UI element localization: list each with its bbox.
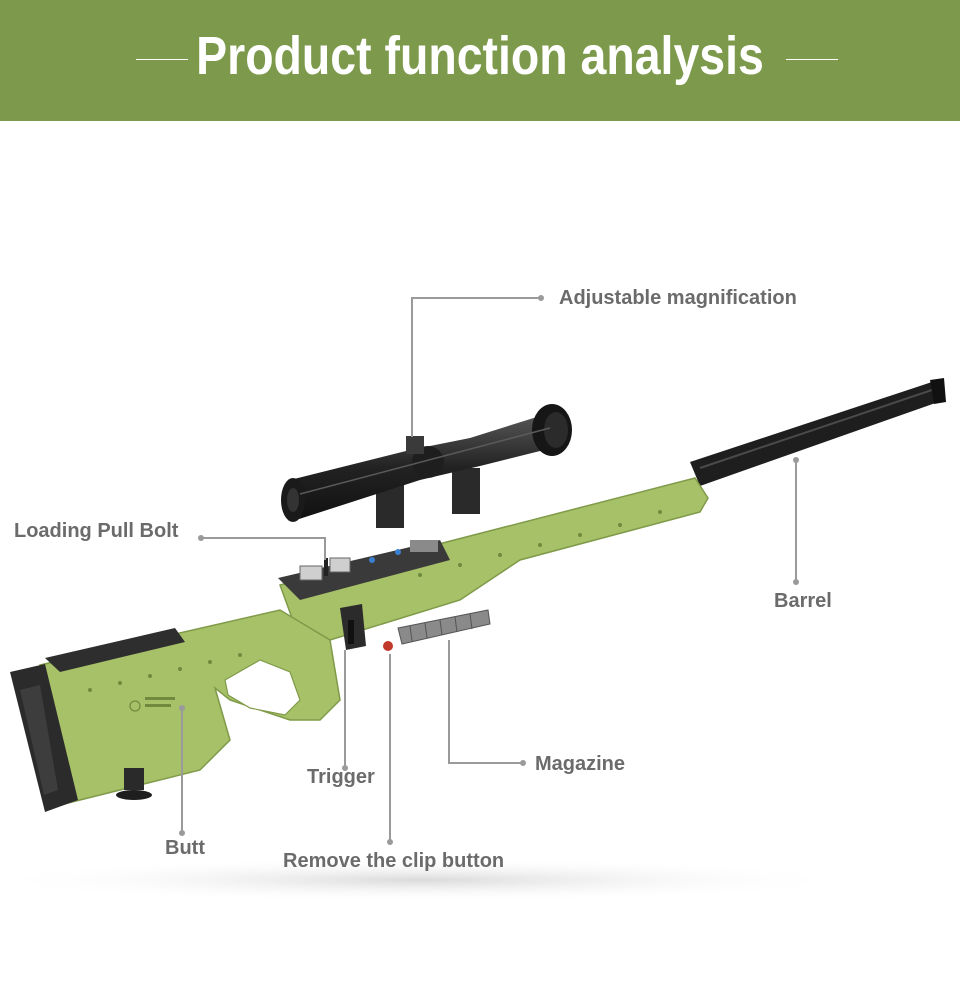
header-right-rule [786, 59, 838, 60]
ground-shadow [0, 858, 860, 902]
label-trigger: Trigger [307, 766, 375, 788]
label-adjustable-magnification: Adjustable magnification [559, 287, 797, 309]
label-butt: Butt [165, 837, 205, 859]
barrel-shape [690, 378, 946, 486]
label-loading-pull-bolt: Loading Pull Bolt [14, 520, 179, 542]
callout-magazine [448, 640, 523, 764]
header-banner: Product function analysis [0, 0, 960, 121]
label-barrel: Barrel [774, 590, 832, 612]
stock-shape [10, 477, 709, 812]
callout-dots [179, 295, 799, 845]
callout-adjustable-magnification [411, 297, 541, 437]
label-magazine: Magazine [535, 753, 626, 775]
callout-lines [181, 297, 797, 842]
receiver-shape [278, 540, 491, 651]
scope-shape [281, 404, 572, 528]
header-left-rule [136, 59, 188, 60]
label-remove-clip-button: Remove the clip button [283, 850, 505, 872]
callout-loading-pull-bolt [201, 537, 326, 560]
page-title: Product function analysis [196, 26, 764, 86]
